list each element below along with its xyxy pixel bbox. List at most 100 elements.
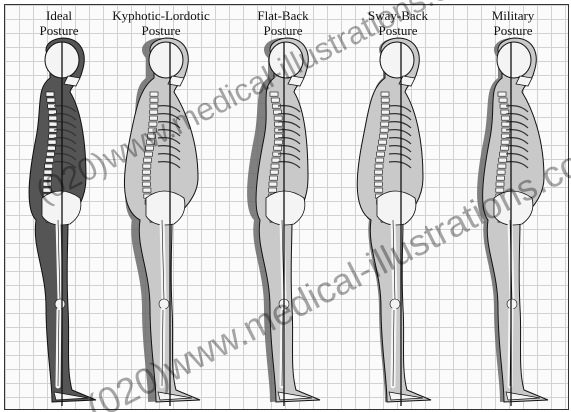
title-line-1: Sway-Back — [341, 8, 455, 23]
panel-military-posture: Military Posture — [456, 8, 570, 406]
vertebra — [44, 170, 52, 174]
vertebra — [376, 158, 384, 162]
vertebra — [375, 164, 383, 168]
vertebra — [145, 146, 153, 150]
title-line-1: Kyphotic-Lordotic — [104, 8, 218, 23]
figure-illustration — [341, 8, 455, 406]
knee-joint — [507, 299, 517, 309]
vertebra — [148, 128, 156, 132]
vertebra — [375, 188, 383, 192]
vertebra — [43, 188, 51, 192]
title-line-2: Posture — [2, 23, 116, 38]
vertebra — [143, 188, 151, 192]
vertebra — [270, 170, 278, 174]
vertebra — [46, 92, 54, 96]
pelvis — [494, 191, 533, 225]
skull — [149, 42, 183, 78]
vertebra — [150, 104, 158, 108]
panel-ideal-posture: Ideal Posture — [2, 8, 116, 406]
vertebra — [378, 146, 386, 150]
vertebra — [144, 158, 152, 162]
vertebra — [275, 122, 283, 126]
vertebra — [149, 116, 157, 120]
vertebra — [150, 98, 158, 102]
pelvis — [266, 191, 305, 225]
vertebra — [377, 152, 385, 156]
vertebra — [501, 140, 509, 144]
vertebra — [381, 110, 389, 114]
pelvis — [377, 191, 416, 225]
skull — [380, 42, 414, 78]
vertebra — [142, 182, 150, 186]
vertebra — [274, 146, 282, 150]
knee-joint — [390, 299, 400, 309]
title-line-1: Military — [456, 8, 570, 23]
vertebra — [46, 158, 54, 162]
panel-flat-back-posture: Flat-Back Posture — [226, 8, 340, 406]
vertebra — [150, 110, 158, 114]
vertebra — [498, 164, 506, 168]
vertebra — [49, 116, 57, 120]
vertebra — [496, 188, 504, 192]
vertebra — [142, 170, 150, 174]
vertebra — [381, 116, 389, 120]
title-sway-back-posture: Sway-Back Posture — [341, 8, 455, 38]
vertebra — [381, 92, 389, 96]
vertebra — [500, 146, 508, 150]
figure-illustration — [104, 8, 218, 406]
vertebra — [46, 152, 54, 156]
vertebra — [501, 116, 509, 120]
vertebra — [381, 104, 389, 108]
title-line-2: Posture — [456, 23, 570, 38]
vertebra — [270, 92, 278, 96]
vertebra — [142, 176, 150, 180]
title-kyphotic-lordotic-posture: Kyphotic-Lordotic Posture — [104, 8, 218, 38]
vertebra — [43, 182, 51, 186]
vertebra — [48, 140, 56, 144]
panel-sway-back-posture: Sway-Back Posture — [341, 8, 455, 406]
vertebra — [271, 164, 279, 168]
vertebra — [269, 176, 277, 180]
vertebra — [502, 122, 510, 126]
title-military-posture: Military Posture — [456, 8, 570, 38]
vertebra — [150, 92, 158, 96]
vertebra — [43, 176, 51, 180]
vertebra — [381, 98, 389, 102]
skull — [269, 42, 303, 78]
vertebra — [47, 146, 55, 150]
title-flat-back-posture: Flat-Back Posture — [226, 8, 340, 38]
vertebra — [146, 140, 154, 144]
vertebra — [499, 98, 507, 102]
figure-illustration — [456, 8, 570, 406]
vertebra — [47, 98, 55, 102]
pelvis — [146, 191, 185, 225]
vertebra — [49, 122, 57, 126]
vertebra — [144, 152, 152, 156]
title-line-2: Posture — [226, 23, 340, 38]
title-line-1: Ideal — [2, 8, 116, 23]
vertebra — [374, 182, 382, 186]
vertebra — [374, 176, 382, 180]
vertebra — [379, 140, 387, 144]
knee-joint — [159, 299, 169, 309]
vertebra — [143, 164, 151, 168]
vertebra — [374, 170, 382, 174]
vertebra — [149, 122, 157, 126]
vertebra — [269, 188, 277, 192]
vertebra — [498, 92, 506, 96]
vertebra — [147, 134, 155, 138]
vertebra — [380, 128, 388, 132]
vertebra — [45, 164, 53, 168]
skull — [497, 42, 531, 78]
vertebra — [497, 170, 505, 174]
figure-illustration — [226, 8, 340, 406]
vertebra — [269, 182, 277, 186]
title-line-2: Posture — [341, 23, 455, 38]
title-line-1: Flat-Back — [226, 8, 340, 23]
vertebra — [499, 158, 507, 162]
title-line-2: Posture — [104, 23, 218, 38]
panel-kyphotic-lordotic-posture: Kyphotic-Lordotic Posture — [104, 8, 218, 406]
title-ideal-posture: Ideal Posture — [2, 8, 116, 38]
vertebra — [496, 176, 504, 180]
